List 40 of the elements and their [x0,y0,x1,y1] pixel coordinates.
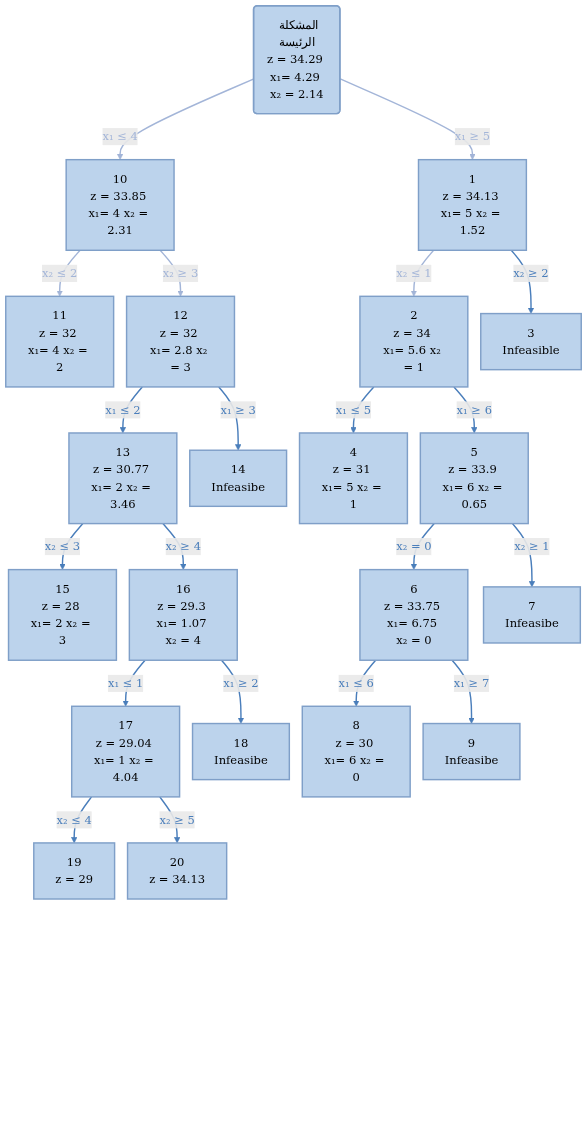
node-box: 1 z = 34.13 x₁= 5 x₂ = 1.52 [417,158,528,251]
edge-label: x₁ ≥ 3 [220,402,256,417]
edge-label: x₁ ≥ 7 [453,676,490,690]
node-box: 2 z = 34 x₁= 5.6 x₂ = 1 [359,295,469,388]
edge-label: x₂ ≤ 1 [396,266,432,280]
node-box: 16 z = 29.3 x₁= 1.07 x₂ = 4 [128,568,238,661]
edge-label: x₂ ≤ 4 [56,812,92,827]
edge-label: x₁ ≤ 6 [338,676,374,690]
edge-label: x₁ ≤ 1 [107,676,144,690]
edge-label: x₁ ≤ 4 [102,129,138,144]
node-box: 20 z = 34.13 [126,842,228,900]
edge-label: x₁ ≤ 2 [105,402,141,417]
edge-label: x₂ ≤ 2 [42,266,78,280]
node-box: 5 z = 33.9 x₁= 6 x₂ = 0.65 [419,432,529,525]
node-box: 17 z = 29.04 x₁= 1 x₂ = 4.04 [71,705,181,798]
edge-label: x₁ ≥ 6 [456,402,492,417]
node-box: 6 z = 33.75 x₁= 6.75 x₂ = 0 [359,568,469,661]
edge-label: x₂ ≥ 2 [513,266,549,280]
node-box: 15 z = 28 x₁= 2 x₂ = 3 [7,568,118,661]
edge-label: x₂ = 0 [396,539,432,554]
node-box: 8 z = 30 x₁= 6 x₂ = 0 [301,705,411,798]
edge-label: x₁ ≤ 5 [335,402,372,417]
node-box: 14 Infeasibe [189,449,288,508]
edge-label: x₂ ≥ 4 [165,539,201,554]
node-box: 18 Infeasibe [191,722,291,781]
edge-label: x₁ ≥ 5 [454,129,491,144]
edge-label: x₂ ≤ 3 [44,539,81,554]
node-box: 11 z = 32 x₁= 4 x₂ = 2 [5,295,115,388]
node-box: 12 z = 32 x₁= 2.8 x₂ = 3 [125,295,236,388]
edge-label: x₂ ≥ 1 [514,539,550,554]
node-box: 13 z = 30.77 x₁= 2 x₂ = 3.46 [68,432,178,525]
node-box: 10 z = 33.85 x₁= 4 x₂ = 2.31 [65,158,175,251]
edge-label: x₂ ≥ 5 [159,812,195,827]
node-box: 19 z = 29 [33,842,116,900]
edge-label: x₁ ≥ 2 [223,676,259,690]
node-box: 7 Infeasibe [482,586,582,644]
node-box: 4 z = 31 x₁= 5 x₂ = 1 [298,432,409,525]
node-box: 9 Infeasibe [422,722,521,781]
edge-label: x₂ ≥ 3 [162,266,199,280]
node-box: 3 Infeasible [480,312,582,371]
